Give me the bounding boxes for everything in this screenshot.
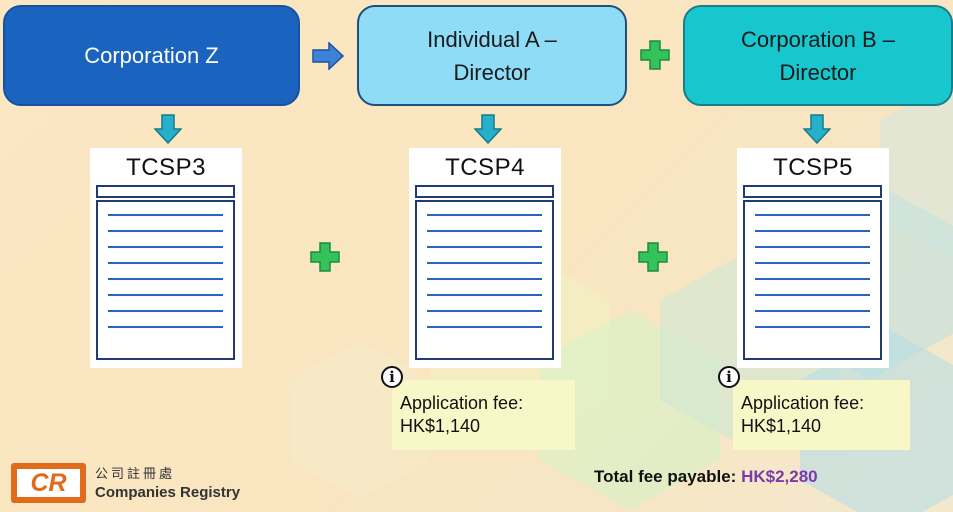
form-body <box>96 200 235 360</box>
form-tcsp4: TCSP4 <box>409 148 561 368</box>
form-body <box>415 200 554 360</box>
form-tcsp5: TCSP5 <box>737 148 889 368</box>
down-arrow-icon <box>154 114 182 144</box>
form-tcsp3: TCSP3 <box>90 148 242 368</box>
form-header-bar <box>415 185 554 198</box>
plus-icon <box>638 242 668 272</box>
individual-a-director-label: Individual A – Director <box>427 26 557 85</box>
total-fee-label: Total fee payable: <box>594 467 737 486</box>
form-text-line <box>755 262 870 264</box>
corporation-b-director-label: Corporation B – Director <box>740 26 896 85</box>
form-text-line <box>755 246 870 248</box>
down-arrow-icon <box>803 114 831 144</box>
form-text-line <box>427 230 542 232</box>
form-text-line <box>108 262 223 264</box>
application-fee-box-tcsp4: Application fee: HK$1,140 <box>392 380 575 450</box>
form-text-line <box>108 326 223 328</box>
down-arrow-icon <box>474 114 502 144</box>
fee-label: Application fee: <box>741 393 865 413</box>
form-body <box>743 200 882 360</box>
form-text-line <box>427 246 542 248</box>
form-text-line <box>108 310 223 312</box>
form-header-bar <box>96 185 235 198</box>
form-text-line <box>427 326 542 328</box>
form-text-line <box>755 294 870 296</box>
total-fee-payable: Total fee payable: HK$2,280 <box>594 467 818 487</box>
fee-amount: HK$1,140 <box>400 416 481 436</box>
fee-amount: HK$1,140 <box>741 416 822 436</box>
application-fee-box-tcsp5: Application fee: HK$1,140 <box>733 380 910 450</box>
form-text-line <box>108 294 223 296</box>
fee-label: Application fee: <box>400 393 524 413</box>
form-text-line <box>755 230 870 232</box>
cr-logo-letters: CR <box>17 469 80 497</box>
individual-a-director-box: Individual A – Director <box>357 5 627 106</box>
form-title: TCSP4 <box>445 154 525 181</box>
plus-icon <box>640 40 670 70</box>
form-title: TCSP5 <box>773 154 853 181</box>
form-text-line <box>755 214 870 216</box>
info-icon[interactable]: i <box>718 366 740 388</box>
plus-icon <box>310 242 340 272</box>
form-text-line <box>427 214 542 216</box>
cr-logo-mark: CR <box>11 463 86 503</box>
form-text-line <box>108 278 223 280</box>
form-text-line <box>108 214 223 216</box>
right-arrow-icon <box>312 42 344 70</box>
form-header-bar <box>743 185 882 198</box>
form-text-line <box>427 278 542 280</box>
form-text-line <box>755 310 870 312</box>
form-text-line <box>755 326 870 328</box>
form-text-line <box>427 294 542 296</box>
form-text-line <box>755 278 870 280</box>
corporation-z-label: Corporation Z <box>84 43 219 68</box>
form-text-line <box>108 230 223 232</box>
info-icon[interactable]: i <box>381 366 403 388</box>
total-fee-amount: HK$2,280 <box>741 467 818 486</box>
form-text-line <box>427 262 542 264</box>
corporation-z-box: Corporation Z <box>3 5 300 106</box>
form-text-line <box>108 246 223 248</box>
form-title: TCSP3 <box>126 154 206 181</box>
corporation-b-director-box: Corporation B – Director <box>683 5 953 106</box>
logo-english-name: Companies Registry <box>95 484 241 501</box>
form-text-line <box>427 310 542 312</box>
logo-chinese-name: 公司註冊處 <box>95 466 176 481</box>
